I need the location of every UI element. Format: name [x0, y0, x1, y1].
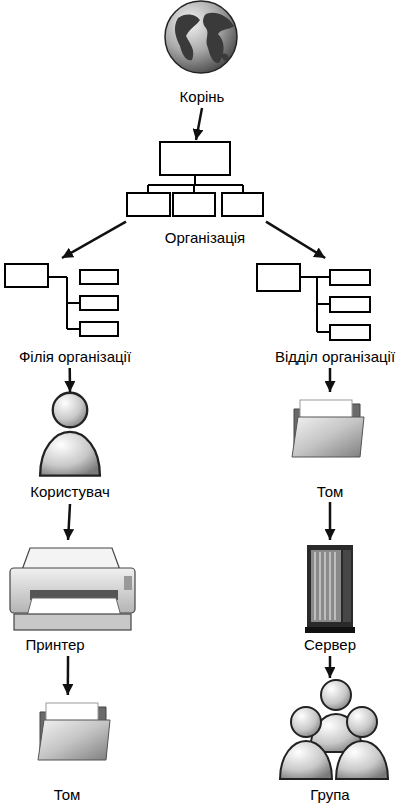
node-label: Том [317, 483, 344, 501]
icon-node: Користувач [15, 392, 125, 504]
globe-continent [203, 13, 234, 63]
globe-icon [165, 1, 237, 73]
node-label: Відділ організації [275, 348, 395, 366]
arrow-connector [196, 108, 202, 140]
globe-sphere [165, 1, 237, 73]
arrow-connector [266, 222, 325, 258]
node-label: Філія організації [19, 348, 131, 366]
server-icon [305, 545, 355, 633]
server-panel [311, 550, 341, 622]
chart-box [330, 325, 370, 340]
server-side [343, 550, 351, 622]
server-base [305, 627, 355, 633]
chart-box [330, 297, 370, 312]
printer-button [124, 576, 132, 590]
volume-folder-icon [38, 703, 110, 760]
arrow-connector [329, 368, 332, 392]
node-label: Користувач [30, 483, 109, 501]
printer-base [14, 614, 131, 630]
icon-node: Том [285, 392, 375, 502]
chart-box [80, 296, 118, 310]
server-case [307, 545, 353, 630]
chart-branch [48, 277, 80, 329]
printer-tray [22, 548, 120, 570]
icon-node: Принтер [5, 540, 140, 656]
node-label: Корінь [180, 88, 225, 106]
chart-box [80, 322, 118, 336]
department-chart-icon [257, 264, 370, 340]
arrow-connector [62, 222, 126, 258]
chart-box [127, 193, 170, 216]
icon-node: Том [30, 695, 120, 805]
icon-node: Філія організації [0, 258, 155, 368]
icon-node: Група [275, 678, 395, 806]
chart-box [5, 264, 48, 287]
chart-box [173, 193, 215, 216]
branch-chart-icon [5, 264, 118, 336]
arrow-connector [329, 502, 332, 540]
chart-box [160, 142, 230, 175]
volume-folder-icon [292, 400, 364, 457]
globe-island [222, 53, 229, 60]
org-chart-icon [127, 142, 263, 216]
node-label: Принтер [25, 636, 84, 654]
group-person [280, 707, 332, 779]
server-stripes [315, 552, 335, 620]
arrow-connector [68, 504, 70, 540]
icon-node: Корінь [160, 0, 244, 108]
icon-node: Відділ організації [250, 258, 410, 368]
node-label: Група [310, 786, 349, 804]
group-icon [280, 680, 388, 779]
chart-box [330, 270, 370, 285]
icon-node: Організація [126, 140, 266, 246]
globe-continent [175, 14, 200, 60]
arrow-connector [69, 368, 72, 392]
chart-branch [300, 277, 330, 332]
chart-branch [148, 175, 243, 193]
icon-node: Сервер [295, 540, 370, 656]
node-label: Том [54, 786, 81, 804]
node-label: Сервер [304, 636, 356, 654]
group-person [336, 707, 388, 779]
arrow-connector [67, 656, 70, 695]
node-label: Організація [165, 229, 245, 247]
chart-box [257, 264, 300, 291]
chart-box [222, 193, 263, 216]
printer-icon [10, 548, 135, 630]
user-icon [40, 393, 100, 476]
chart-box [80, 270, 118, 284]
arrow-connector [329, 656, 332, 678]
